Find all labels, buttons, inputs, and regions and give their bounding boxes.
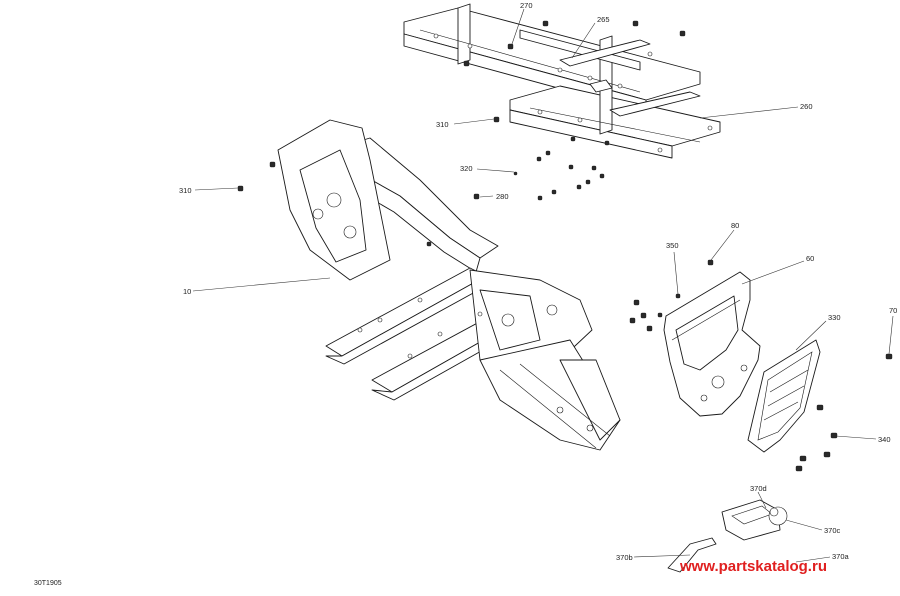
rear-subframe: [403, 3, 721, 159]
hitch-370: [667, 499, 788, 573]
callout-80: 80: [731, 221, 739, 230]
callout-340: 340: [878, 435, 891, 444]
callout-310-lower: 310: [179, 186, 192, 195]
callout-370d: 370d: [750, 484, 767, 493]
bracket-60: [663, 271, 761, 417]
diagram-code: 30T1905: [34, 580, 62, 587]
callout-60: 60: [806, 254, 814, 263]
callout-10: 10: [183, 287, 191, 296]
callout-350: 350: [666, 241, 679, 250]
callout-260: 260: [800, 102, 813, 111]
callout-330: 330: [828, 313, 841, 322]
leader-lines: [192, 8, 894, 563]
callout-265: 265: [597, 15, 610, 24]
skid-plate-330: [747, 339, 821, 453]
callout-320: 320: [460, 164, 473, 173]
callout-310-upper: 310: [436, 120, 449, 129]
callout-370b: 370b: [616, 553, 633, 562]
callout-280: 280: [496, 192, 509, 201]
callout-270: 270: [520, 1, 533, 10]
fasteners: [237, 20, 893, 472]
callout-labels: 270 265 260 310 320 280 310 10 80 350 60…: [179, 1, 897, 562]
callout-70: 70: [889, 306, 897, 315]
callout-370a: 370a: [832, 552, 850, 561]
callout-370c: 370c: [824, 526, 841, 535]
watermark-text: www.partskatalog.ru: [679, 558, 827, 575]
main-frame: [277, 119, 621, 451]
